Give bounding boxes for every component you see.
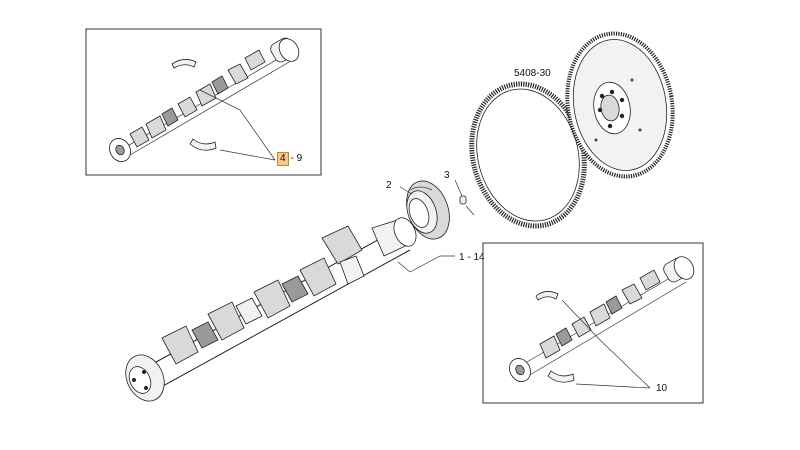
- callout-flywheel-group[interactable]: 5408-30: [514, 68, 551, 79]
- inset-crankshaft-bottom: [509, 256, 695, 389]
- callout-timing-gear[interactable]: 2: [386, 180, 392, 191]
- callout-main-bearing[interactable]: 4 - 9: [277, 152, 302, 166]
- inset-crankshaft-top: [109, 37, 300, 163]
- main-crankshaft: [125, 217, 455, 402]
- callout-main-bearing-highlight[interactable]: 4: [277, 152, 289, 166]
- callout-crankshaft-assembly[interactable]: 1 - 14: [459, 252, 485, 263]
- callout-dowel-pin[interactable]: 3: [444, 170, 450, 181]
- flywheel: [565, 31, 675, 179]
- callout-conrod-bearing[interactable]: 10: [656, 383, 668, 394]
- timing-gear: [399, 180, 450, 240]
- dowel-pin: [454, 179, 475, 216]
- callout-main-bearing-range: - 9: [290, 153, 303, 164]
